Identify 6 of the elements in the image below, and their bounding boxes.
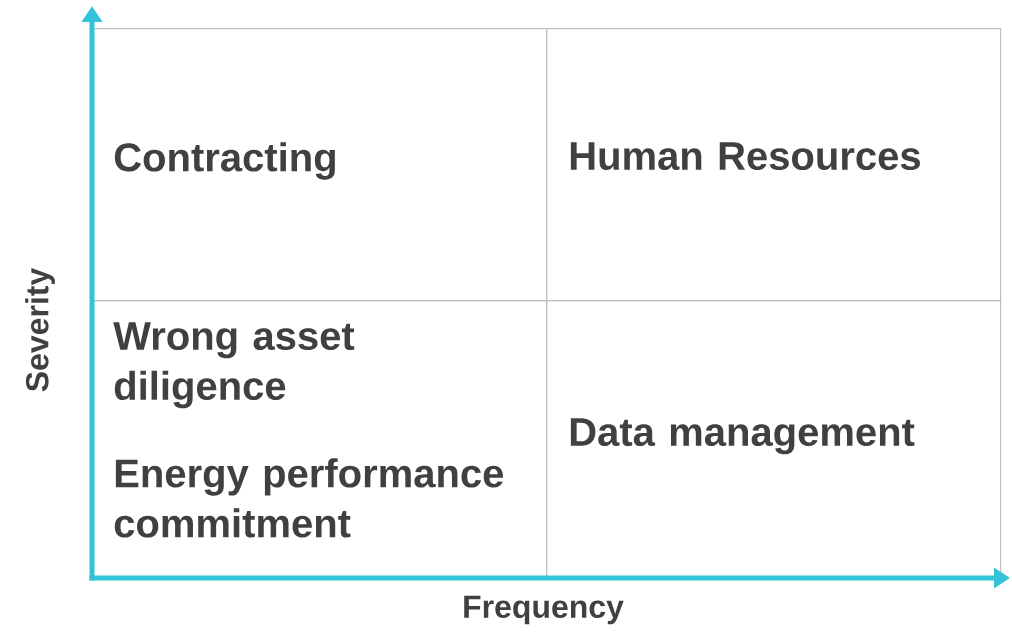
axis-label: Frequency <box>464 595 624 625</box>
quadrant-cell: Data management <box>546 300 1002 580</box>
quadrant-cell: Contracting <box>92 28 548 302</box>
quadrant-cell: Wrong asset diligence Energy performance commitment <box>92 300 548 580</box>
quadrant-cell: Human Resources <box>546 28 1002 302</box>
axis-label: Severity <box>25 267 55 392</box>
